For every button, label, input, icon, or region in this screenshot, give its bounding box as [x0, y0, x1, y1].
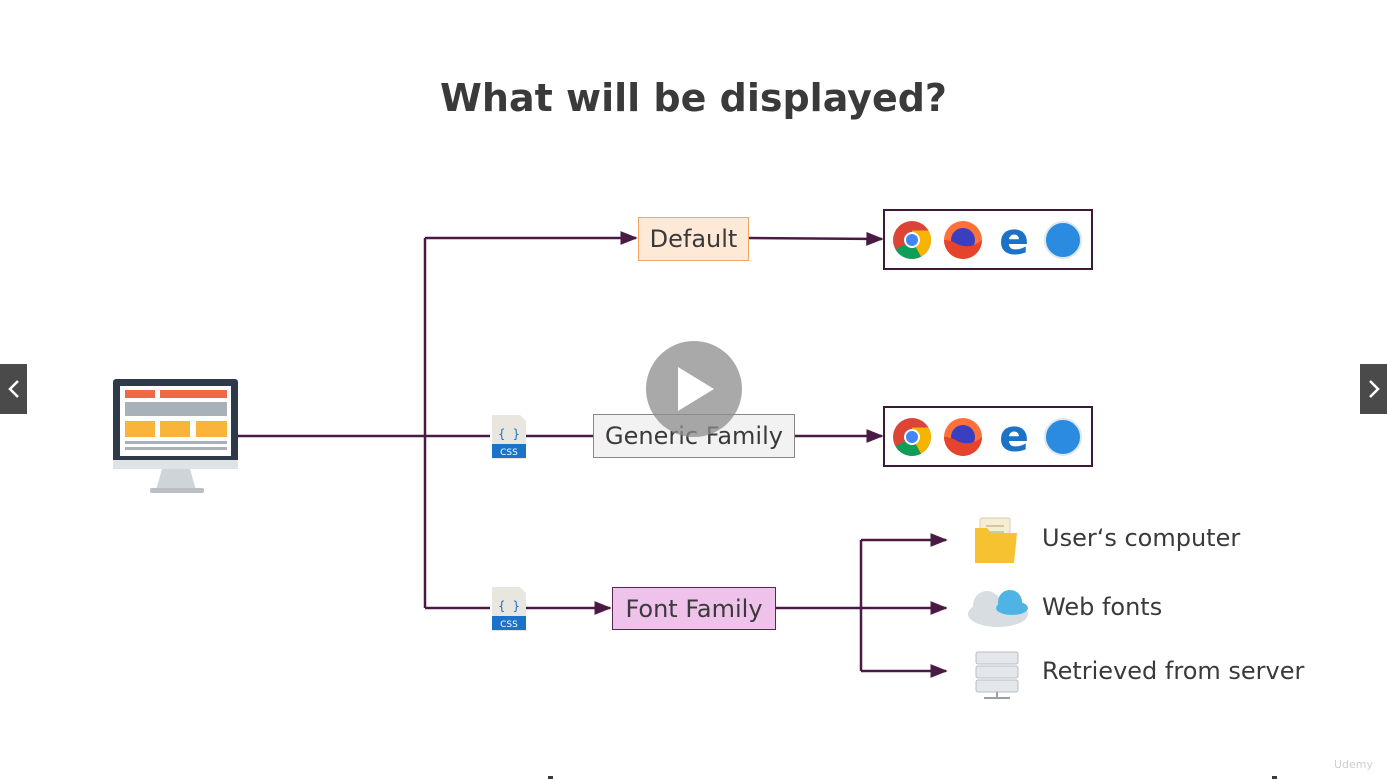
source-web-fonts: Web fonts	[1042, 593, 1163, 621]
svg-text:e: e	[999, 411, 1029, 462]
browser-icons-default: e	[883, 209, 1093, 270]
server-icon	[975, 651, 1019, 699]
edge-icon: e	[999, 411, 1029, 462]
chrome-icon	[893, 221, 932, 259]
svg-text:{ }: { }	[498, 427, 520, 441]
connector-lines	[238, 231, 948, 678]
folder-icon	[975, 517, 1017, 563]
chrome-icon	[893, 418, 932, 456]
progress-tick	[1272, 776, 1277, 779]
cloud-icon	[968, 590, 1028, 627]
play-button[interactable]	[646, 341, 742, 437]
slide-title: What will be displayed?	[440, 76, 947, 120]
safari-icon	[1044, 418, 1082, 456]
svg-text:CSS: CSS	[500, 620, 518, 630]
svg-text:{ }: { }	[498, 599, 520, 613]
firefox-icon	[944, 418, 982, 456]
previous-slide-button[interactable]	[0, 364, 27, 414]
node-font-family: Font Family	[612, 587, 776, 630]
chevron-right-icon	[1368, 380, 1380, 398]
safari-icon	[1044, 221, 1082, 259]
monitor-icon	[113, 379, 238, 493]
play-icon	[678, 367, 714, 411]
firefox-icon	[944, 221, 982, 259]
source-user-computer: User‘s computer	[1042, 524, 1241, 552]
svg-text:e: e	[999, 214, 1029, 265]
css-file-icon: { } CSS	[492, 415, 526, 459]
svg-text:CSS: CSS	[500, 448, 518, 458]
next-slide-button[interactable]	[1360, 364, 1387, 414]
source-server: Retrieved from server	[1042, 657, 1305, 685]
node-default: Default	[638, 217, 749, 261]
edge-icon: e	[999, 214, 1029, 265]
progress-tick	[548, 776, 553, 779]
browser-icons-generic: e	[883, 406, 1093, 467]
chevron-left-icon	[7, 380, 19, 398]
css-file-icon: { } CSS	[492, 587, 526, 631]
udemy-watermark: Udemy	[1333, 758, 1373, 771]
